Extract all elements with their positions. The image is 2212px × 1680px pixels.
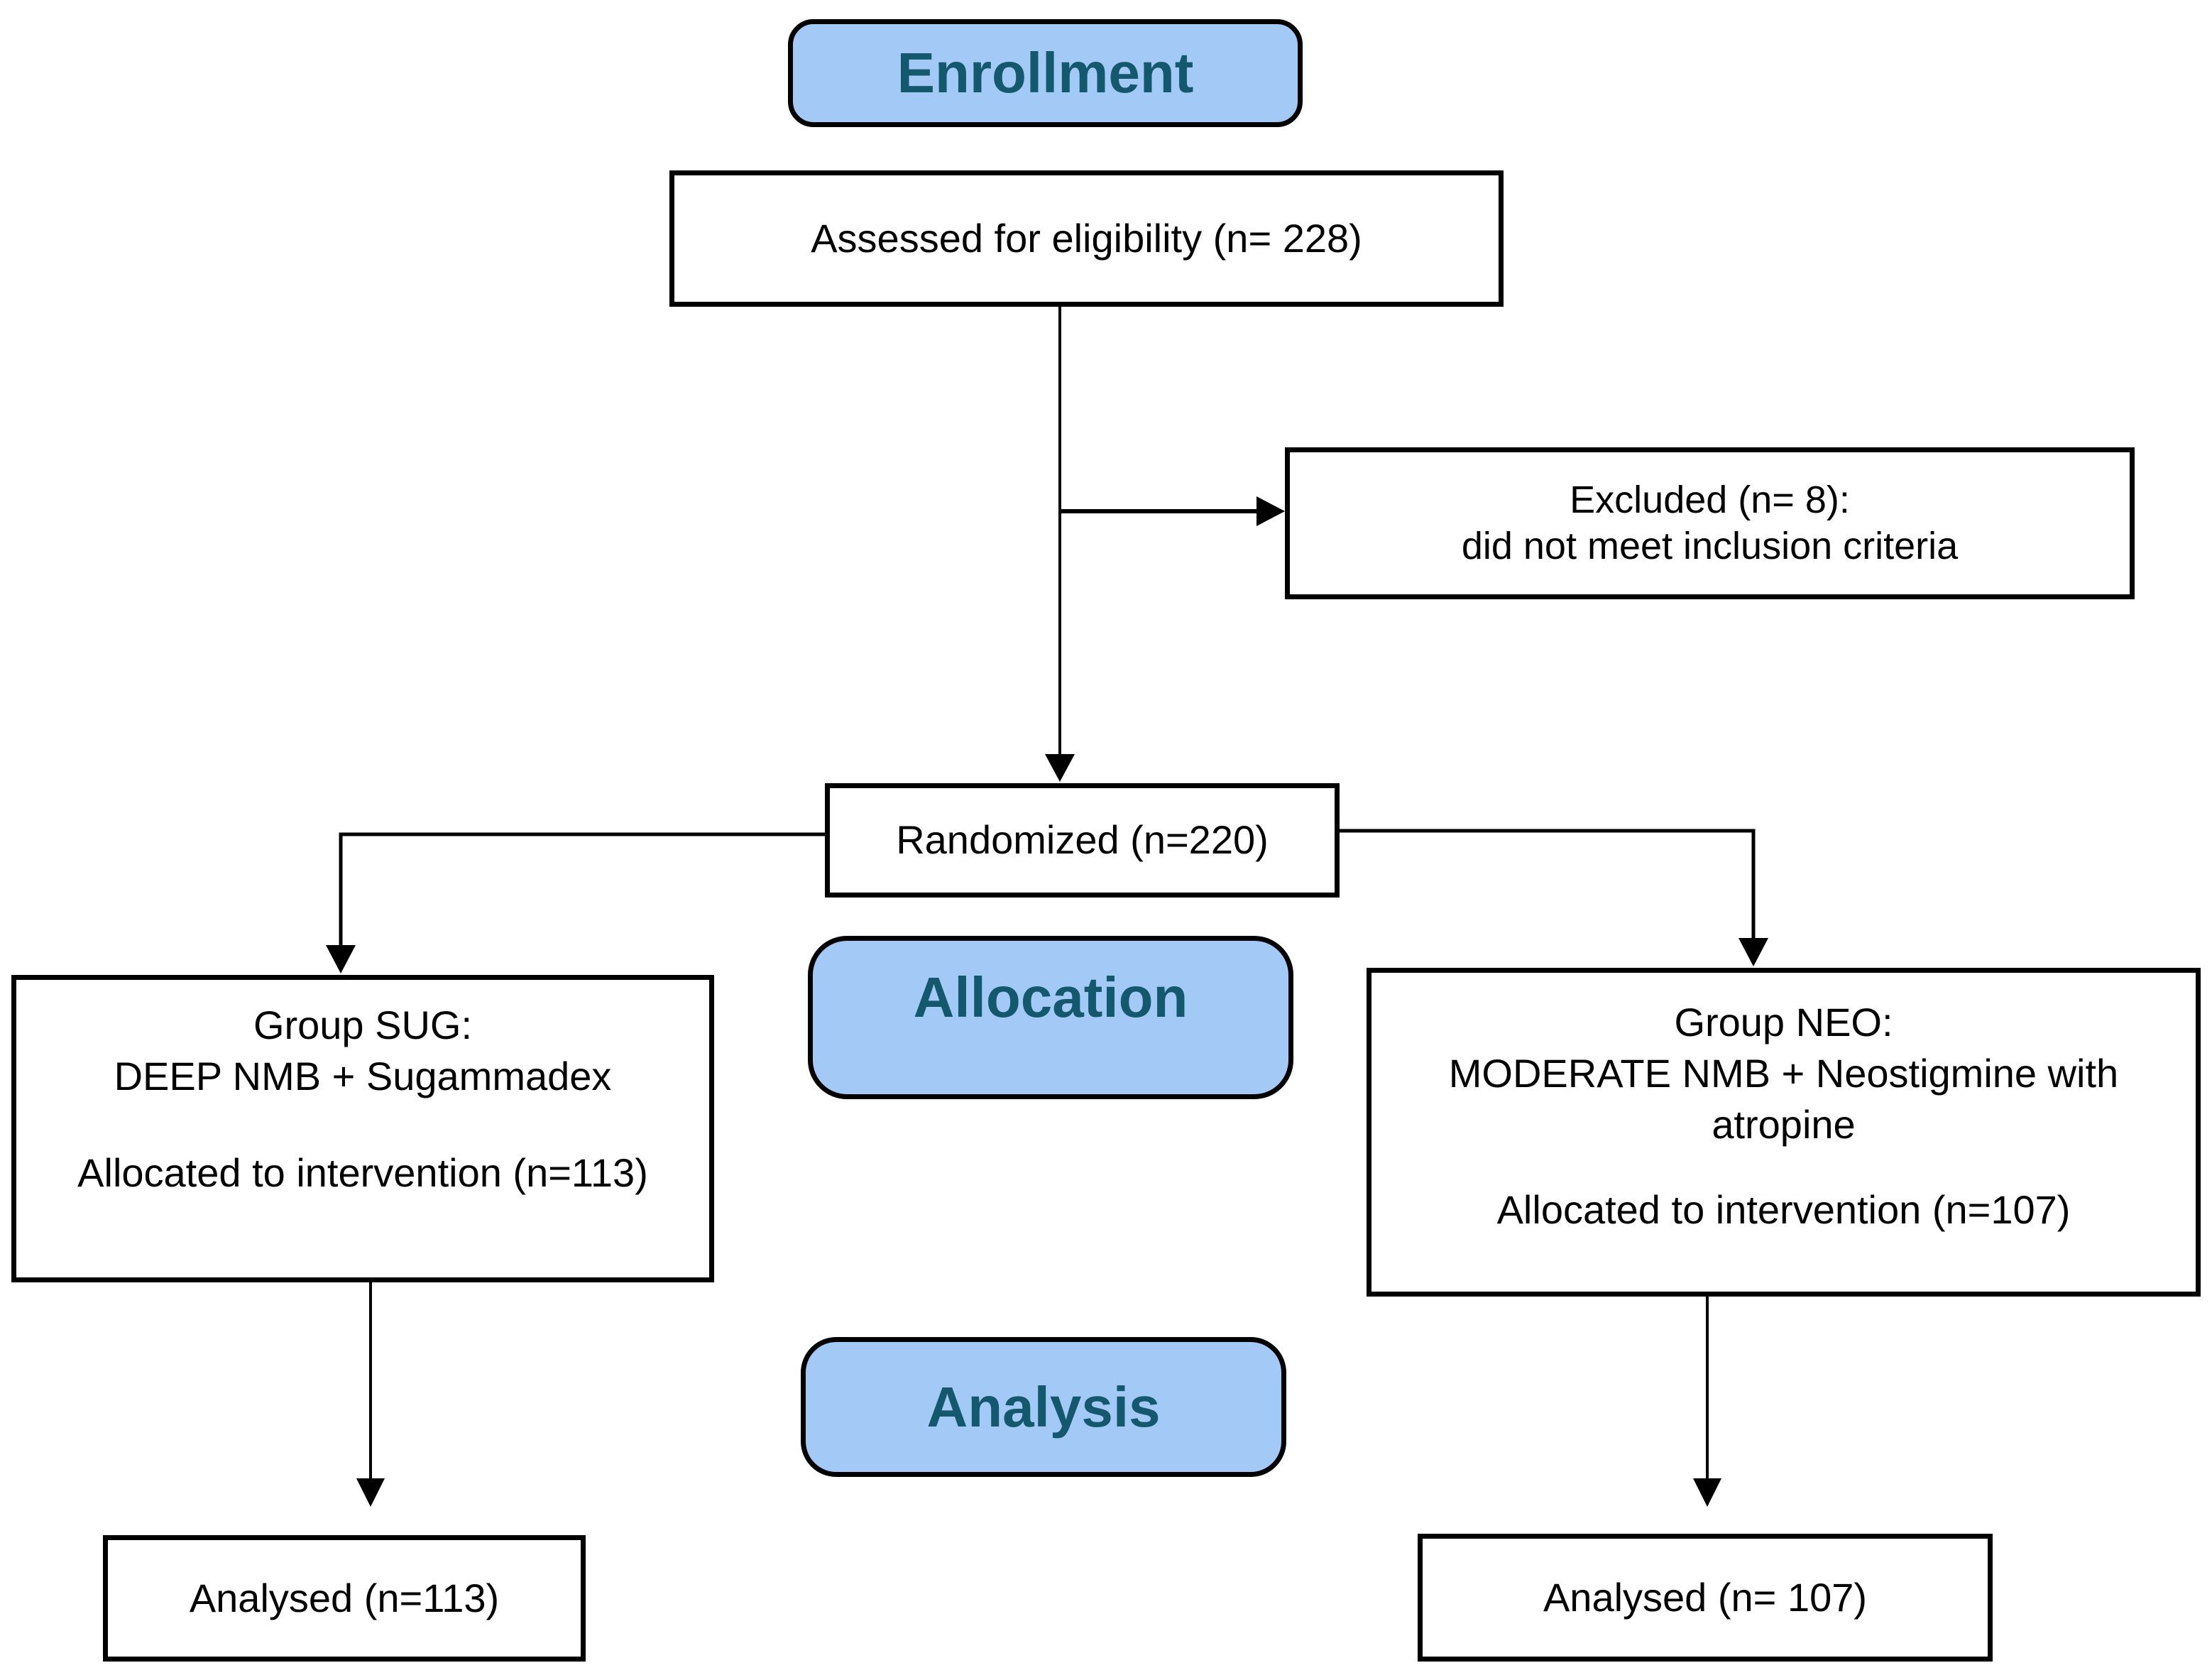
node-analysed-neo: Analysed (n= 107) [1418, 1534, 1993, 1662]
node-assessed-for-eligibility: Assessed for eligibility (n= 228) [669, 170, 1504, 307]
arrow-to-excluded [1060, 496, 1285, 526]
excluded-line-1: Excluded (n= 8): [1570, 479, 1850, 522]
assessed-text: Assessed for eligibility (n= 228) [811, 215, 1362, 261]
stage-label-analysis: Analysis [926, 1375, 1161, 1439]
group-sug-title: Group SUG: [253, 1003, 473, 1047]
analysed-sug-text: Analysed (n=113) [189, 1575, 500, 1620]
arrow-group-neo-to-analysed [1693, 1297, 1721, 1507]
node-randomized: Randomized (n=220) [825, 783, 1340, 898]
stage-banner-allocation: Allocation [808, 936, 1293, 1099]
group-sug-subtitle: DEEP NMB + Sugammadex [114, 1054, 612, 1098]
randomized-text: Randomized (n=220) [896, 817, 1269, 863]
arrow-group-sug-to-analysed [356, 1282, 385, 1507]
excluded-line-2: did not meet inclusion criteria [1461, 525, 1959, 567]
stage-label-enrollment: Enrollment [897, 41, 1194, 104]
group-neo-title: Group NEO: [1674, 1000, 1893, 1044]
arrow-randomized-to-group-neo [1340, 829, 1768, 966]
node-group-neo: Group NEO: MODERATE NMB + Neostigmine wi… [1367, 968, 2201, 1297]
node-analysed-sug: Analysed (n=113) [103, 1535, 586, 1662]
stage-banner-analysis: Analysis [801, 1337, 1286, 1477]
stage-label-allocation: Allocation [913, 966, 1188, 1029]
arrow-assessed-to-randomized [1045, 307, 1075, 782]
group-neo-subtitle-2: atropine [1712, 1102, 1856, 1147]
arrow-randomized-to-group-sug [326, 832, 825, 973]
group-neo-subtitle-1: MODERATE NMB + Neostigmine with [1448, 1051, 2119, 1096]
group-sug-allocated: Allocated to intervention (n=113) [77, 1150, 648, 1195]
node-group-sug: Group SUG: DEEP NMB + Sugammadex Allocat… [11, 975, 714, 1282]
stage-banner-enrollment: Enrollment [788, 19, 1303, 127]
group-neo-allocated: Allocated to intervention (n=107) [1496, 1187, 2071, 1232]
analysed-neo-text: Analysed (n= 107) [1543, 1574, 1868, 1620]
node-excluded: Excluded (n= 8): did not meet inclusion … [1285, 447, 2135, 599]
